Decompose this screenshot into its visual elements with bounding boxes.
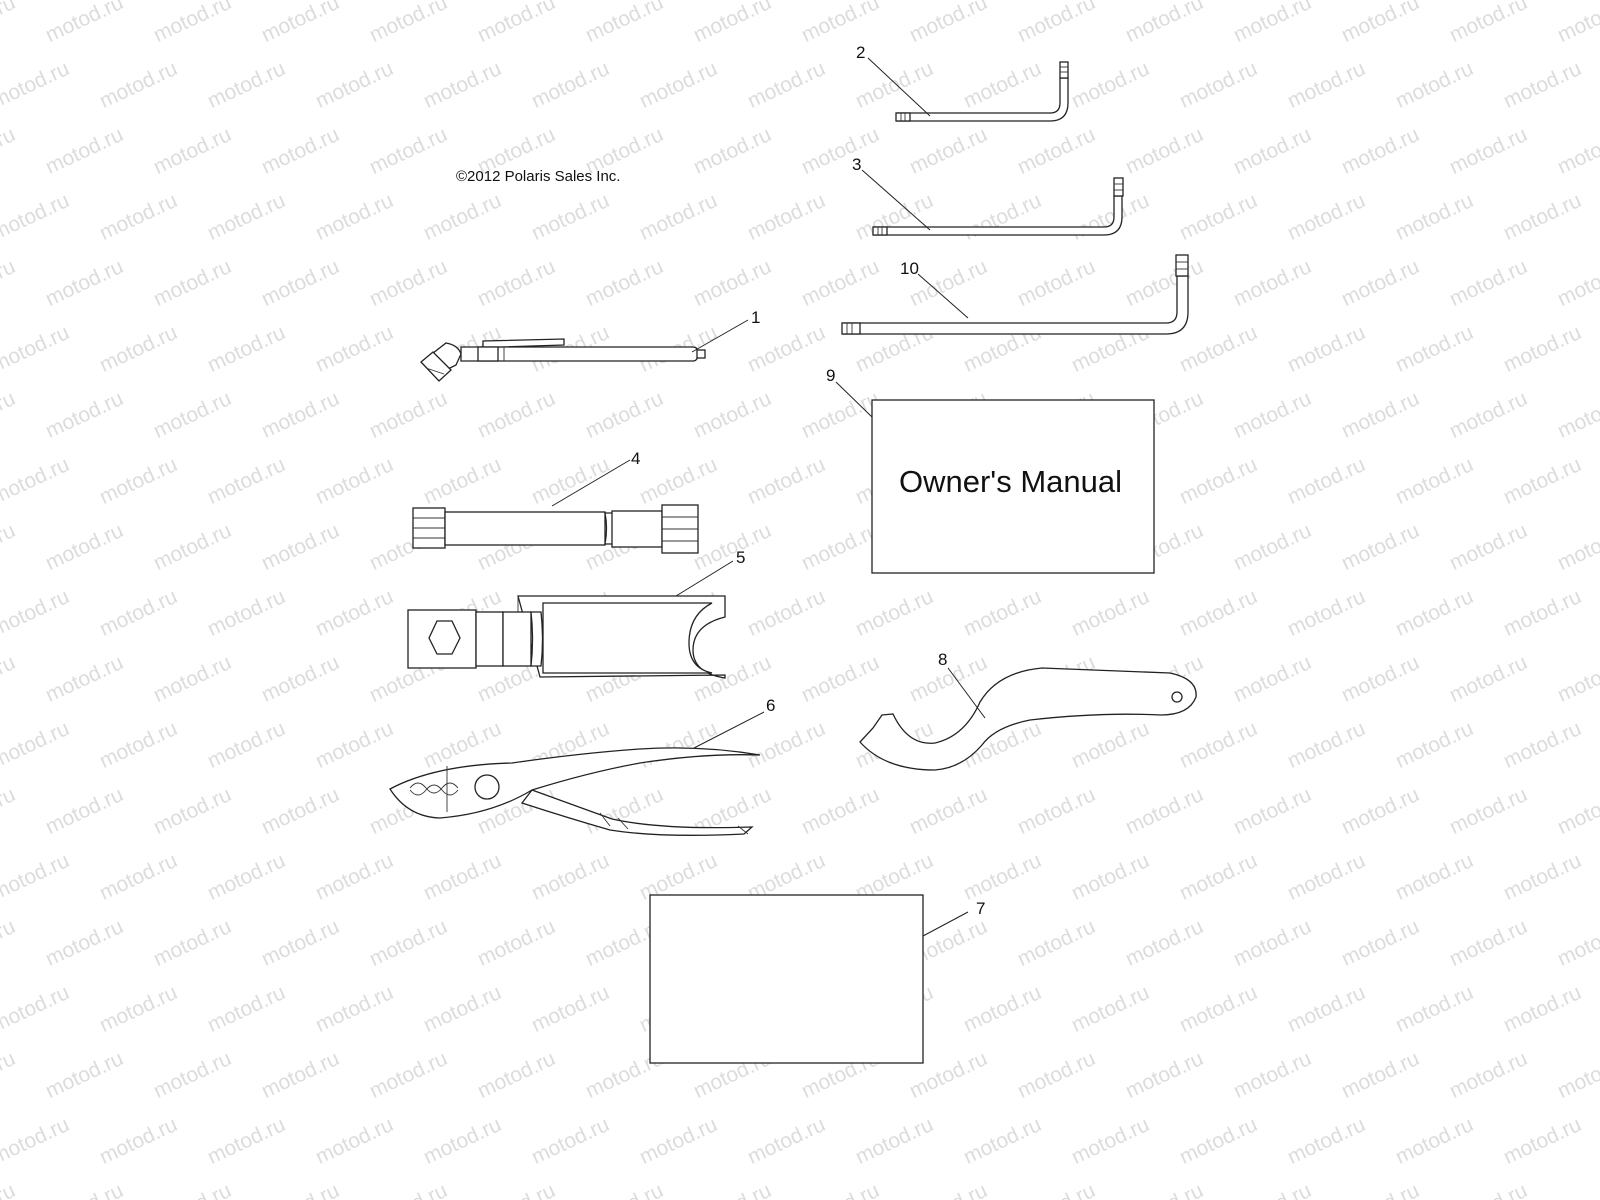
spark-plug-wrench	[407, 595, 726, 679]
socket-extension	[412, 504, 699, 554]
callout-8: 8	[938, 650, 947, 669]
owners-manual-title: Owner's Manual	[899, 464, 1122, 499]
callout-10: 10	[900, 259, 919, 278]
leader-4	[551, 459, 631, 507]
callout-7: 7	[976, 899, 985, 918]
hex-key-small	[895, 61, 1069, 122]
hex-key-large	[841, 254, 1189, 335]
leader-6	[693, 711, 765, 749]
leader-7	[922, 911, 969, 937]
spanner-wrench	[859, 667, 1197, 771]
leader-5	[675, 560, 734, 597]
leader-10	[917, 273, 969, 319]
callout-9: 9	[826, 366, 835, 385]
document-sheet	[649, 894, 924, 1064]
leader-9	[835, 381, 873, 418]
copyright-text: ©2012 Polaris Sales Inc.	[456, 168, 620, 185]
callout-3: 3	[852, 155, 861, 174]
slip-joint-pliers	[389, 747, 761, 836]
hex-key-medium	[872, 177, 1124, 236]
callout-4: 4	[631, 449, 640, 468]
callout-5: 5	[736, 548, 745, 567]
owners-manual: Owner's Manual	[871, 399, 1155, 574]
callout-6: 6	[766, 696, 775, 715]
callout-2: 2	[856, 43, 865, 62]
callout-1: 1	[751, 308, 760, 327]
leader-8	[947, 667, 986, 719]
leader-1	[691, 319, 749, 353]
tire-pressure-gauge	[420, 338, 706, 382]
leader-3	[861, 169, 931, 231]
leader-2	[867, 57, 931, 117]
